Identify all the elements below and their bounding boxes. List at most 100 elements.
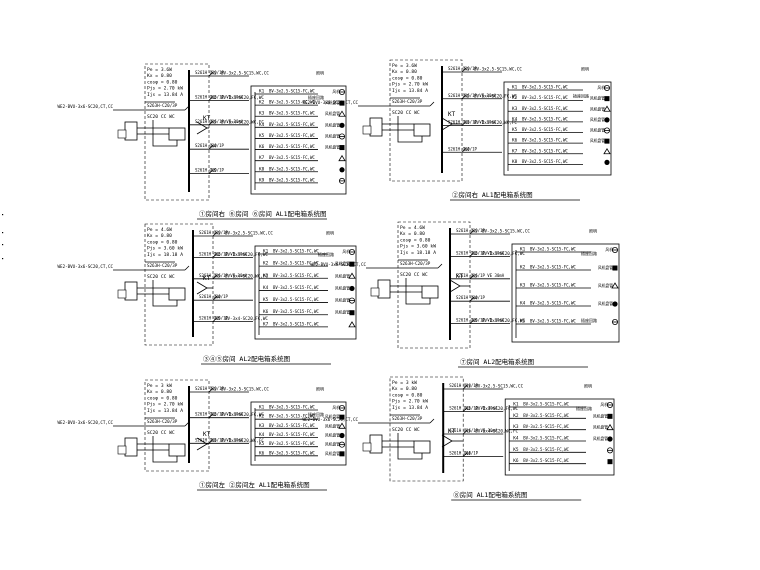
edge-mark xyxy=(2,244,4,246)
circuit-load-label: 插座回路 xyxy=(581,317,597,323)
fan-coil-unit xyxy=(413,123,431,137)
circuit-breaker-label: S261H C10/1P xyxy=(195,386,224,391)
load-parameter: Pjs = 2.70 kW xyxy=(392,399,428,405)
incoming-cable-label: WE2-BVU-3x6-SC20,CT,CC xyxy=(58,420,114,425)
branch-id: K1 xyxy=(259,405,265,411)
branch-id: K4 xyxy=(259,122,265,128)
circuit-id: N4 xyxy=(464,147,470,153)
branch-cable-label: BV-3x2.5-SC15-FC,WC xyxy=(269,450,315,455)
load-parameter: Pe = 4.6W xyxy=(147,227,172,233)
panel-symbol xyxy=(362,442,372,452)
circuit-id: N1 xyxy=(464,67,470,73)
circuit-breaker-label: S261H C16/1P VE 30mA xyxy=(448,93,497,98)
branch-load-label: 风机 xyxy=(342,249,350,254)
circuit-breaker-label: S261H C10/1P xyxy=(449,383,478,388)
circuit-breaker-label: S261H C16/1P VE 30mA xyxy=(195,412,244,417)
diagram-caption: ⑦房间 AL2配电箱系统图 xyxy=(460,357,534,366)
panel-symbol xyxy=(370,287,380,297)
branch-id: K2 xyxy=(512,95,518,101)
branch-load-label: 风机盘管 xyxy=(590,138,605,143)
branch-cable-label: BV-3x2.5-SC15-FC,WC xyxy=(269,122,315,127)
circuit-breaker-label: S261H C10/1P xyxy=(195,70,224,75)
load-symbol-icon xyxy=(603,105,611,112)
conduit-label: SC20 CC WC xyxy=(147,114,175,120)
fan-coil-unit xyxy=(168,443,186,457)
branch-cable-label: BV-3x2.5-SC15-FC,WC xyxy=(269,432,315,437)
circuit-breaker-label: S261H C16/1P VE 30mA xyxy=(195,119,244,124)
fan-coil-unit xyxy=(421,285,439,299)
load-symbol-icon xyxy=(612,301,618,307)
circuit-id: N4 xyxy=(215,295,221,301)
branch-id: K6 xyxy=(259,450,265,456)
branch-id: K9 xyxy=(259,177,265,183)
circuit-load-label: 插座回路 xyxy=(576,405,592,411)
branch-id: K7 xyxy=(512,148,518,154)
circuit-id: N4 xyxy=(211,144,217,150)
branch-id: K6 xyxy=(512,138,518,144)
load-symbol-icon xyxy=(349,285,355,292)
load-parameter: Pe = 3 kW xyxy=(147,383,172,389)
diagram-caption: ⑧房间 AL1配电箱系统图 xyxy=(453,490,527,499)
circuit-id: N4 xyxy=(472,296,478,302)
branch-load-label: 风机盘管 xyxy=(593,425,608,430)
branch-id: K1 xyxy=(512,85,518,91)
circuit-id: N5 xyxy=(211,168,217,174)
circuit-breaker-label: S261H C10/1P xyxy=(449,451,478,456)
branch-cable-label: BV-3x2.5-SC15-FC,WC xyxy=(269,423,315,428)
load-symbol-icon xyxy=(611,282,619,289)
fan-coil-unit xyxy=(168,287,186,301)
branch-group-box xyxy=(503,81,612,176)
room-controller xyxy=(124,437,138,457)
circuit-breaker-label: S261H C10/1P xyxy=(199,230,228,235)
circuit-cable-label: BV-3x4-SC20,FC,WC xyxy=(225,316,268,321)
circuit-load-label: 照明 xyxy=(584,384,592,389)
branch-load-label: 风机盘管 xyxy=(590,128,605,133)
branch-cable-label: BV-3x2.5-SC15-FC,WC xyxy=(269,414,315,419)
branch-id: K1 xyxy=(259,89,265,95)
branch-cable-label: BV-3x2.5-SC15-FC,WC xyxy=(269,89,315,94)
load-parameter: Kx = 0.80 xyxy=(147,73,172,79)
conduit-label: SC20 CC WC xyxy=(147,430,175,436)
branch-id: K3 xyxy=(259,111,265,117)
branch-id: K1 xyxy=(263,249,269,255)
branch-cable-label: BV-3x2.5-SC15-FC,WC xyxy=(273,309,319,314)
panel-symbol xyxy=(117,289,127,299)
circuit-breaker-label: S261H C16/1P VE 30mA xyxy=(456,250,505,255)
incoming-cable-label: WE2-BVU-3x6-SC20,CT,CC xyxy=(303,417,359,422)
branch-id: K1 xyxy=(513,402,519,408)
branch-cable-label: BV-3x2.5-SC15-FC,WC xyxy=(530,301,576,306)
branch-cable-label: BV-3x2.5-SC15-FC,WC xyxy=(522,138,568,143)
circuit-breaker-label: S261H C10/1P xyxy=(195,143,224,148)
branch-cable-label: BV-3x2.5-SC15-FC,WC xyxy=(269,100,315,105)
kt-label: KT xyxy=(448,111,456,118)
main-breaker-label: S263H-C20/3P xyxy=(392,416,423,421)
conduit-label: SC20 CC WC xyxy=(147,274,175,280)
circuit-id: N1 xyxy=(215,231,221,237)
main-breaker-label: S263H-C20/3P xyxy=(400,261,431,266)
branch-load-label: 风机 xyxy=(605,247,613,252)
diagram-caption: ①房间右 ⑥房间 ⑥房间 AL1配电箱系统图 xyxy=(199,209,326,218)
branch-id: K3 xyxy=(520,283,526,289)
branch-id: K4 xyxy=(513,436,519,442)
room-controller xyxy=(369,434,383,454)
branch-cable-label: BV-3x2.5-SC15-FC,WC xyxy=(522,127,568,132)
kt-label: KT xyxy=(203,431,211,438)
circuit-cable-label: BV-3x4-SC20,WC,FC xyxy=(221,438,264,443)
incoming-cable-label: WE2-BVU-3x6-SC20,CT,CC xyxy=(303,100,359,105)
branch-id: K1 xyxy=(520,247,526,253)
circuit-id: N2 xyxy=(465,406,471,412)
circuit-id: N1 xyxy=(211,387,217,393)
circuit-cable-label: BV-3x2.5-SC15,WC,CC xyxy=(221,387,269,392)
circuit-breaker-label: S261H C16/1P xyxy=(199,316,228,321)
branch-id: K8 xyxy=(512,159,518,165)
load-parameter: Ijs = 13.84 A xyxy=(392,405,428,411)
room-controller xyxy=(124,281,138,301)
load-symbol-icon xyxy=(339,414,345,420)
branch-cable-label: BV-3x2.5-SC15-FC,WC xyxy=(530,283,576,288)
branch-cable-label: BV-3x2.5-SC15-FC,WC xyxy=(530,247,576,252)
branch-cable-label: BV-3x2.5-SC15-FC,WC xyxy=(273,285,319,290)
branch-group-box xyxy=(504,398,615,476)
branch-id: K4 xyxy=(512,116,518,122)
